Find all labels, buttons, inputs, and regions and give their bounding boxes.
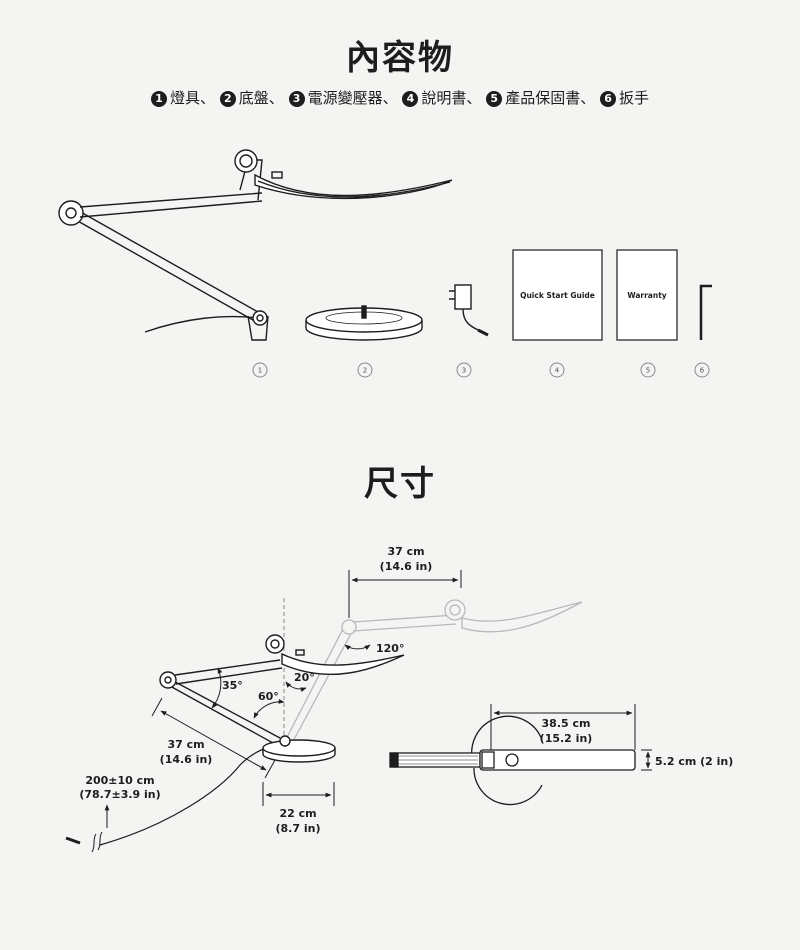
item-number-1: 1 [150,91,167,107]
item-number-4: 4 [402,91,419,107]
arm-length-cm: 37 cm [167,738,204,751]
lamp-illustration [58,149,453,341]
separator: 、 [382,89,398,107]
contents-title: 內容物 [346,38,454,78]
arm-length-dimension [151,697,276,779]
wrench-illustration [699,284,712,340]
badge-3: 3 [462,367,466,375]
power-adapter-illustration [449,284,489,337]
base-width-cm: 22 cm [279,807,316,820]
quick-start-guide-box: Quick Start Guide [512,249,603,341]
base-width-in: (8.7 in) [276,822,321,835]
dimensions-title: 尺寸 [364,464,436,504]
angle-60-label: 60° [258,690,279,703]
badge-4: 4 [555,367,560,375]
badge-2: 2 [363,367,367,375]
warranty-box: Warranty [616,249,678,341]
separator: 、 [268,89,284,107]
quick-start-label: Quick Start Guide [520,291,595,300]
item-label-3: 電源變壓器 [307,89,383,107]
lamp-dimension-illustration [65,634,405,853]
item-number-5: 5 [486,91,503,107]
arm-length-in: (14.6 in) [160,753,213,766]
item-number-3: 3 [288,91,305,107]
cable-length-in: (78.7±3.9 in) [79,788,160,801]
warranty-label: Warranty [627,291,666,300]
top-width-dimension [348,570,462,618]
top-width-cm: 37 cm [387,545,424,558]
item-number-2: 2 [219,91,236,107]
top-width-in: (14.6 in) [380,560,433,573]
separator: 、 [466,89,482,107]
cable-length-cm: 200±10 cm [85,774,154,787]
head-length-in: (15.2 in) [540,732,593,745]
angle-20-label: 20° [294,671,315,684]
lamp-top-view [389,715,636,806]
item-label-2: 底盤 [238,89,269,107]
head-length-cm: 38.5 cm [542,717,591,730]
separator: 、 [580,89,596,107]
item-label-1: 燈具 [169,89,200,107]
item-badges: 1 2 3 4 5 6 [252,362,710,378]
base-width-dimension [262,782,335,806]
angle-120-label: 120° [376,642,404,655]
head-width-dimension [641,749,652,771]
head-length-dimension [490,704,636,750]
base-illustration [305,305,423,341]
head-width-label: 5.2 cm (2 in) [655,755,733,768]
angle-35-label: 35° [222,679,243,692]
item-number-6: 6 [600,91,617,107]
item-label-5: 產品保固書 [505,89,581,107]
separator: 、 [199,89,215,107]
item-label-6: 扳手 [619,89,650,107]
badge-5: 5 [646,367,650,375]
badge-6: 6 [700,367,705,375]
badge-1: 1 [258,367,262,375]
lamp-raised-outline [282,599,583,746]
item-label-4: 說明書 [421,89,467,107]
